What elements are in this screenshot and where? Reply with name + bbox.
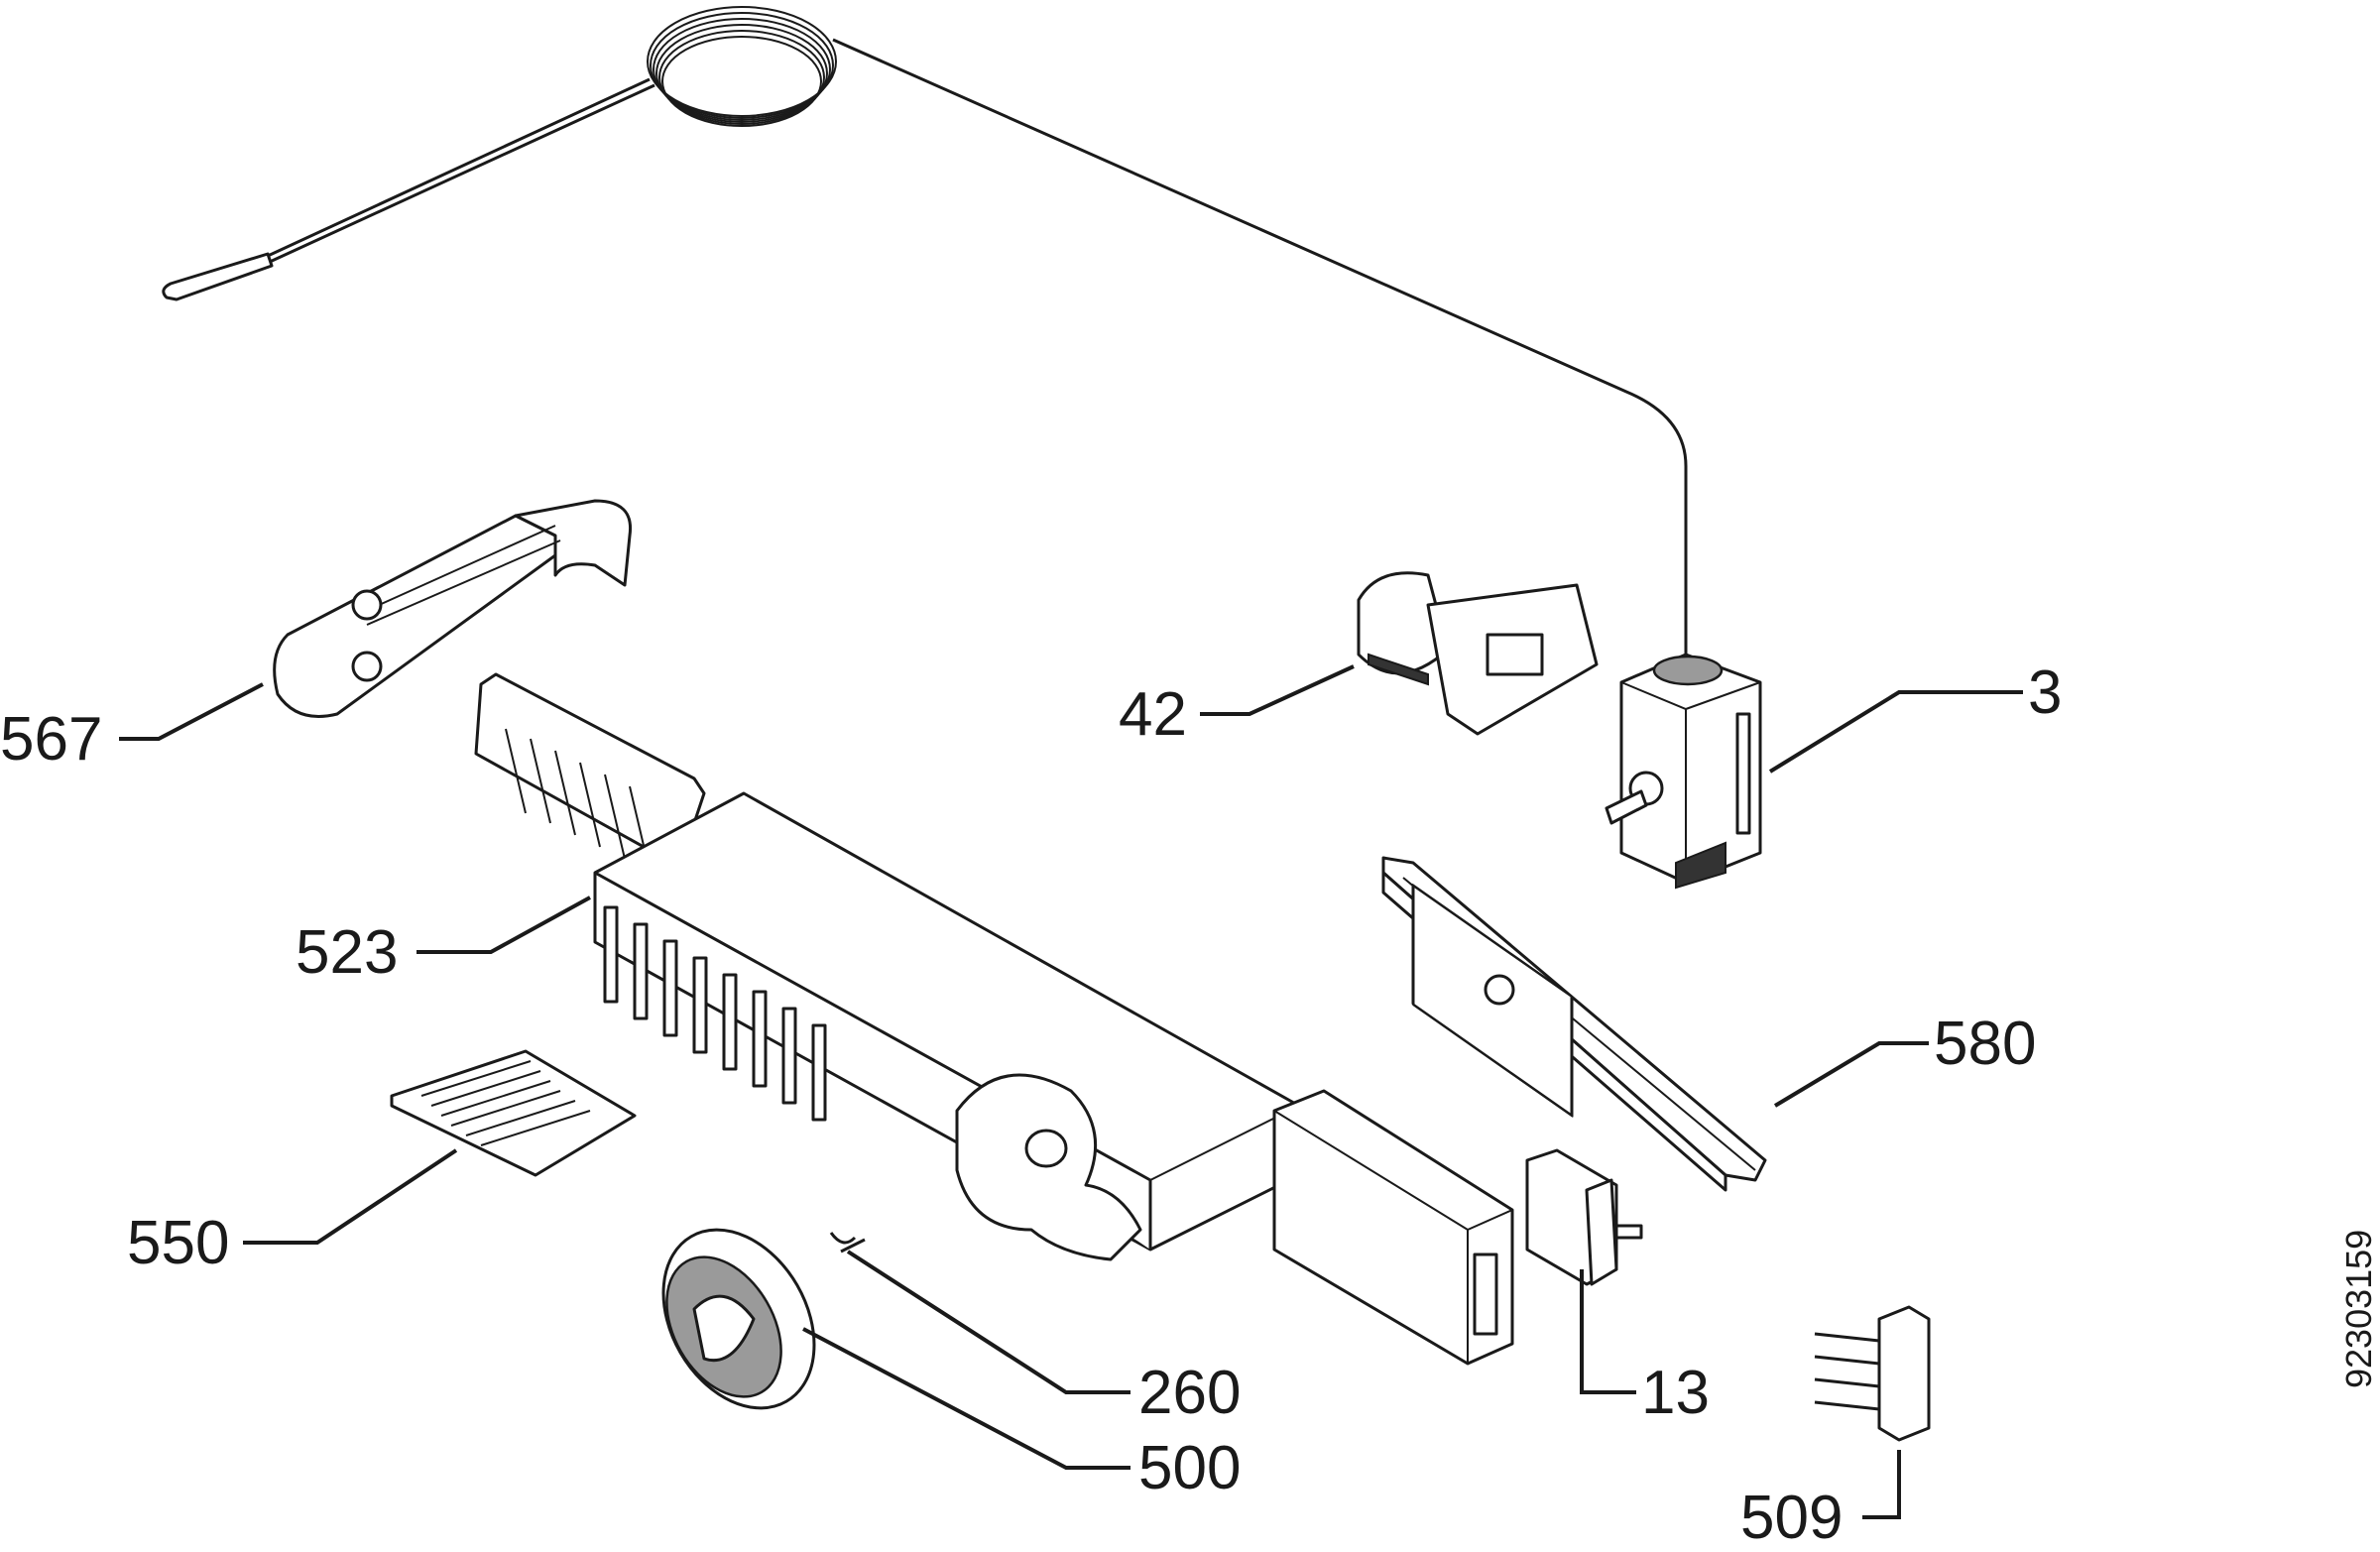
part-3-thermostat xyxy=(1605,653,1762,890)
capillary-coil xyxy=(647,6,837,127)
part-509-connector xyxy=(1814,1305,1931,1442)
part-13-switch xyxy=(1525,1148,1643,1286)
front-slots xyxy=(603,905,827,1122)
part-label-580: 580 xyxy=(1934,1010,2037,1078)
part-label-42: 42 xyxy=(1119,680,1187,749)
part-label-13: 13 xyxy=(1641,1359,1710,1427)
part-label-567: 567 xyxy=(0,705,103,774)
document-number: 92303159 xyxy=(2338,1229,2379,1388)
part-523-housing xyxy=(474,672,1301,1261)
leader-lines xyxy=(119,664,2023,1519)
part-label-500: 500 xyxy=(1138,1434,1242,1502)
part-label-3: 3 xyxy=(2028,658,2063,727)
cover-block xyxy=(1272,1089,1514,1366)
capillary-tube xyxy=(162,6,1688,659)
part-580-board xyxy=(1381,856,1767,1192)
part-label-550: 550 xyxy=(127,1209,230,1277)
part-label-509: 509 xyxy=(1740,1484,1844,1552)
part-550-grille xyxy=(390,1049,637,1177)
part-label-523: 523 xyxy=(296,918,399,987)
housing-ribs xyxy=(505,728,651,872)
part-500-knob xyxy=(661,1228,816,1410)
part-label-260: 260 xyxy=(1138,1359,1242,1427)
part-42-lamp-socket xyxy=(1357,571,1599,736)
sensor-bulb xyxy=(162,252,274,301)
part-260-clip xyxy=(829,1232,866,1254)
part-567-bracket xyxy=(273,499,633,718)
